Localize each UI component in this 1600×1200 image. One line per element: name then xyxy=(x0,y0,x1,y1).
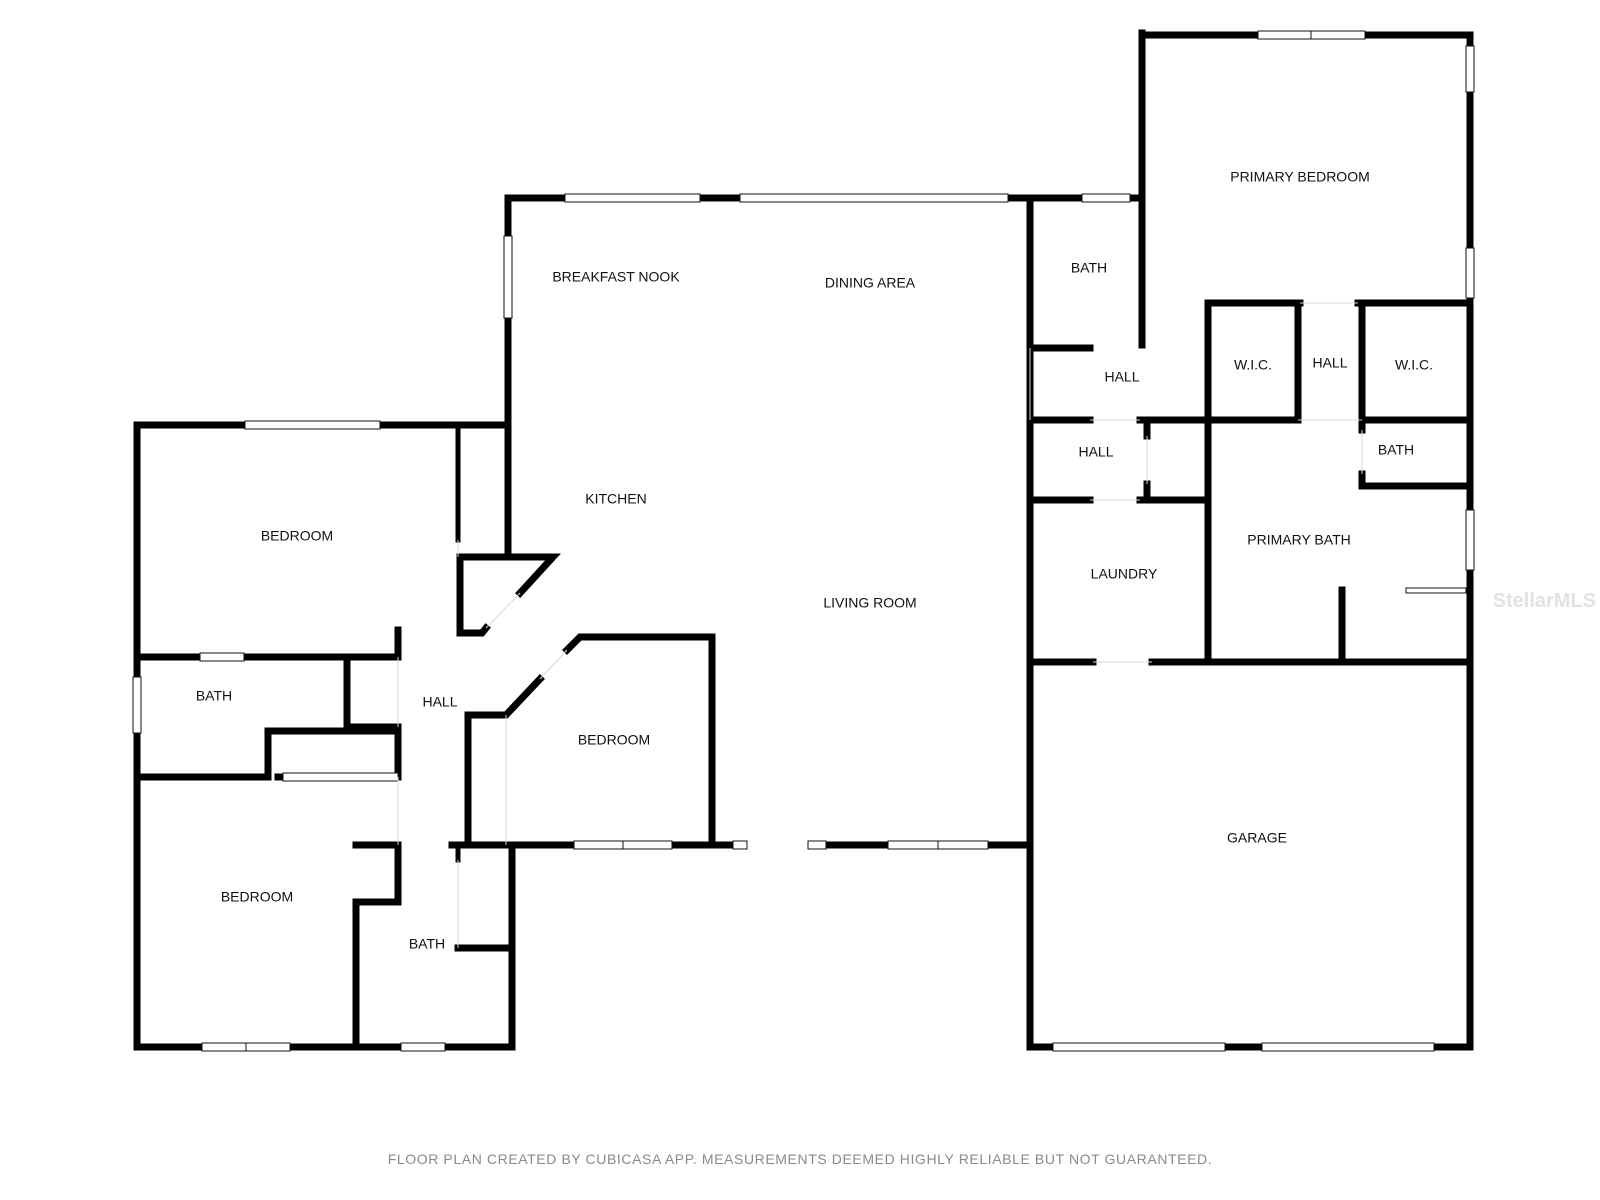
room-label-bath-3: BATH xyxy=(1071,260,1107,276)
center-walls xyxy=(504,194,1086,1051)
room-label-bath-2: BATH xyxy=(409,936,445,952)
window xyxy=(1261,1042,1435,1052)
window xyxy=(1405,587,1467,594)
windows xyxy=(132,30,1475,1052)
room-label-breakfast-nook: BREAKFAST NOOK xyxy=(552,269,680,285)
window xyxy=(1465,509,1475,571)
room-label-bedroom-1: BEDROOM xyxy=(261,528,333,544)
room-label-living-room: LIVING ROOM xyxy=(823,595,916,611)
room-labels: BREAKFAST NOOK DINING AREA KITCHEN LIVIN… xyxy=(196,169,1433,952)
window xyxy=(732,840,748,850)
window xyxy=(1465,45,1475,93)
window xyxy=(132,676,142,734)
room-label-wic-1: W.I.C. xyxy=(1234,357,1272,373)
window xyxy=(739,193,1009,203)
room-label-hall-4: HALL xyxy=(1312,355,1347,371)
right-wing-walls xyxy=(1026,29,1474,1051)
room-label-primary-bath: PRIMARY BATH xyxy=(1247,532,1350,548)
window xyxy=(1081,193,1131,203)
room-label-wic-2: W.I.C. xyxy=(1395,357,1433,373)
window xyxy=(564,193,701,203)
window xyxy=(807,840,827,850)
room-label-hall-2: HALL xyxy=(1104,369,1139,385)
room-label-bath-1: BATH xyxy=(196,688,232,704)
room-label-garage: GARAGE xyxy=(1227,830,1287,846)
room-label-primary-bedroom: PRIMARY BEDROOM xyxy=(1230,169,1370,185)
window xyxy=(282,772,399,782)
room-label-dining-area: DINING AREA xyxy=(825,275,916,291)
window xyxy=(244,420,381,430)
left-wing-walls xyxy=(133,194,737,1051)
room-label-bath-4: BATH xyxy=(1378,442,1414,458)
room-label-kitchen: KITCHEN xyxy=(585,491,646,507)
room-label-bedroom-2: BEDROOM xyxy=(578,732,650,748)
footer-disclaimer: FLOOR PLAN CREATED BY CUBICASA APP. MEAS… xyxy=(387,1151,1213,1167)
window xyxy=(199,652,245,662)
window xyxy=(503,235,513,319)
room-label-hall-3: HALL xyxy=(1078,444,1113,460)
window xyxy=(1465,247,1475,299)
room-label-hall-1: HALL xyxy=(422,694,457,710)
watermark: StellarMLS xyxy=(1492,590,1596,612)
room-label-bedroom-3: BEDROOM xyxy=(221,889,293,905)
door-openings xyxy=(397,302,1363,948)
room-label-laundry: LAUNDRY xyxy=(1091,566,1158,582)
window xyxy=(400,1042,446,1052)
window xyxy=(1052,1042,1226,1052)
